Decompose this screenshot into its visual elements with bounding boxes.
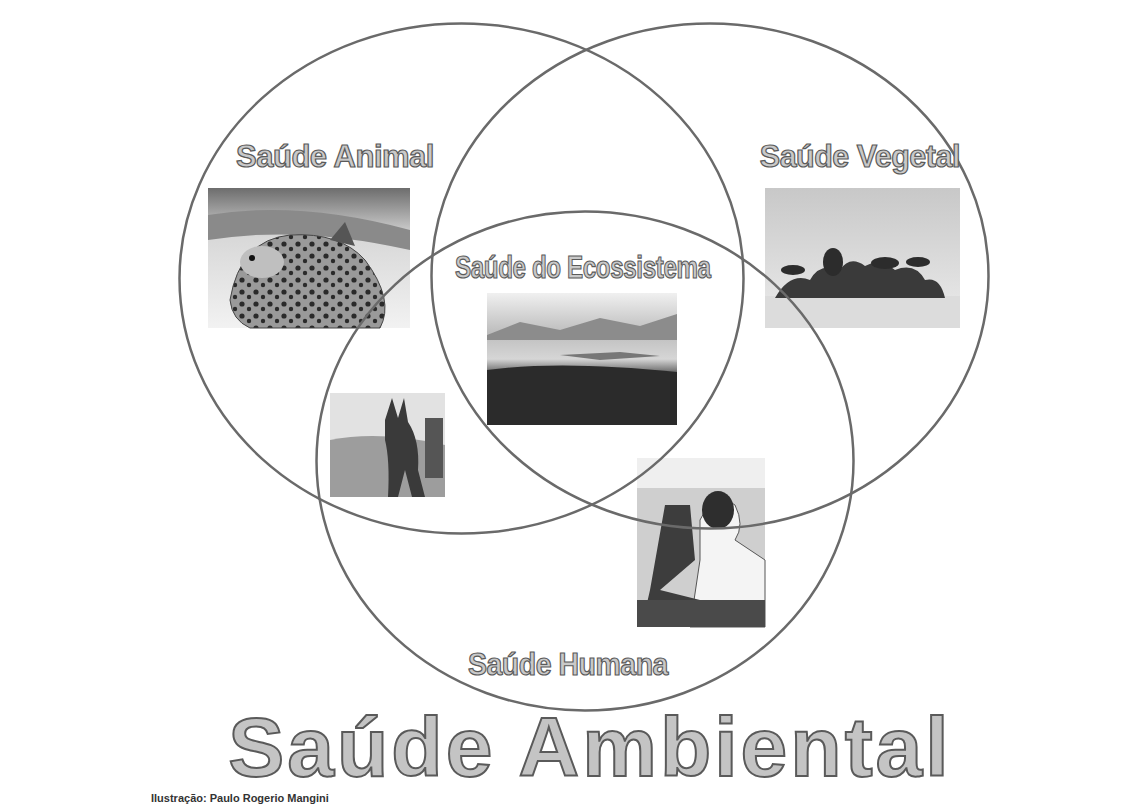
mule-photo [330,393,445,497]
circle-outline [432,24,989,529]
jaguar-photo [208,188,410,328]
venn-circle: Saúde Humana [315,210,855,712]
credit-caption: Ilustração: Paulo Rogerio Mangini [151,792,329,804]
circle-label-holder: Saúde Animal [236,139,434,175]
circle-label-holder: Saúde Humana [459,647,677,683]
landscape-photo [487,293,677,425]
circle-outline [317,212,854,711]
circle-outline [180,24,744,534]
title-holder: Saúde Ambiental [228,699,951,796]
lab-photo [637,458,765,627]
region-label: Saúde do Ecossistema [455,250,711,286]
circle-label: Saúde Humana [468,647,668,683]
region-label-holder: Saúde do Ecossistema [419,250,747,286]
circle-outline [315,210,855,712]
circle-label: Saúde Vegetal [760,139,960,175]
title: Saúde Ambiental [228,699,951,796]
circle-label-holder: Saúde Vegetal [758,139,962,175]
forest-photo [765,188,960,328]
circle-label: Saúde Animal [236,139,434,175]
